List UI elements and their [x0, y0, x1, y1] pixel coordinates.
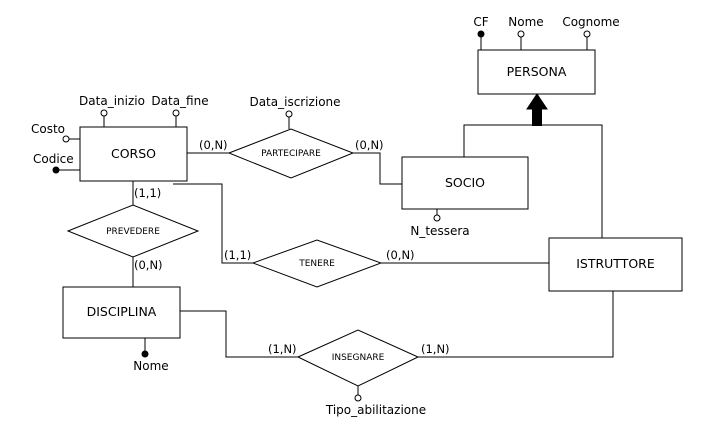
relationship-tenere-label: TENERE: [298, 259, 335, 269]
entity-disciplina[interactable]: DISCIPLINA: [62, 286, 181, 339]
generalization-arrow-shaft: [532, 108, 542, 126]
relationship-insegnare[interactable]: INSEGNARE: [296, 329, 420, 387]
link-corso-tenere: [173, 183, 253, 264]
attribute-data-fine-label: Data_fine: [151, 94, 208, 108]
attribute-tipo-abilitazione-marker: [354, 394, 362, 402]
attribute-nome-persona-marker: [517, 30, 525, 38]
entity-persona-label: PERSONA: [507, 64, 567, 79]
relationship-prevedere-label: PREVEDERE: [106, 227, 160, 237]
entity-disciplina-label: DISCIPLINA: [87, 304, 157, 319]
attribute-nome-disciplina-label: Nome: [133, 359, 168, 373]
cardinality-corso-partecipare: (0,N): [199, 138, 228, 152]
attribute-codice-key-marker: [52, 166, 60, 174]
entity-istruttore[interactable]: ISTRUTTORE: [548, 237, 683, 292]
relationship-partecipare[interactable]: PARTECIPARE: [227, 128, 355, 179]
attribute-data-iscrizione-label: Data_iscrizione: [249, 95, 340, 109]
cardinality-disciplina-insegnare: (1,N): [268, 342, 297, 356]
relationship-tenere[interactable]: TENERE: [251, 239, 383, 288]
cardinality-istruttore-insegnare: (1,N): [421, 342, 450, 356]
entity-socio[interactable]: SOCIO: [401, 156, 529, 210]
entity-persona[interactable]: PERSONA: [477, 49, 596, 95]
attribute-n-tessera-marker: [433, 214, 441, 222]
cardinality-corso-prevedere: (1,1): [134, 186, 161, 200]
attribute-cognome-label: Cognome: [562, 15, 619, 29]
cardinality-disciplina-prevedere: (0,N): [134, 258, 163, 272]
attribute-data-inizio-marker: [100, 109, 108, 117]
attribute-codice-label: Codice: [33, 152, 74, 166]
attribute-data-inizio-label: Data_inizio: [79, 94, 145, 108]
attribute-data-fine-marker: [172, 109, 180, 117]
attribute-cf-label: CF: [473, 15, 488, 29]
cardinality-corso-tenere: (1,1): [224, 248, 251, 262]
relationship-insegnare-label: INSEGNARE: [332, 353, 385, 363]
entity-istruttore-label: ISTRUTTORE: [576, 256, 655, 271]
attribute-cognome-marker: [583, 30, 591, 38]
link-partecipare-socio: [353, 152, 402, 185]
attribute-costo-label: Costo: [31, 122, 65, 136]
cardinality-istruttore-tenere: (0,N): [386, 248, 415, 262]
entity-corso-label: CORSO: [111, 146, 156, 161]
attribute-nome-disciplina-key-marker: [141, 350, 149, 358]
entity-corso[interactable]: CORSO: [79, 126, 188, 182]
link-disciplina-insegnare: [180, 310, 298, 358]
entity-socio-label: SOCIO: [445, 175, 485, 190]
attribute-nome-persona-label: Nome: [508, 15, 543, 29]
attribute-tipo-abilitazione-label: Tipo_abilitazione: [325, 403, 426, 417]
generalization-arrow: [526, 93, 548, 110]
attribute-cf-key-marker: [477, 30, 485, 38]
attribute-data-iscrizione-marker: [285, 110, 293, 118]
cardinality-socio-partecipare: (0,N): [355, 138, 384, 152]
attribute-costo-marker: [62, 135, 70, 143]
link-insegnare-istruttore: [418, 291, 614, 358]
relationship-partecipare-label: PARTECIPARE: [261, 149, 321, 159]
relationship-prevedere[interactable]: PREVEDERE: [66, 204, 200, 258]
attribute-stems: [56, 37, 588, 396]
attribute-n-tessera-label: N_tessera: [410, 224, 469, 238]
